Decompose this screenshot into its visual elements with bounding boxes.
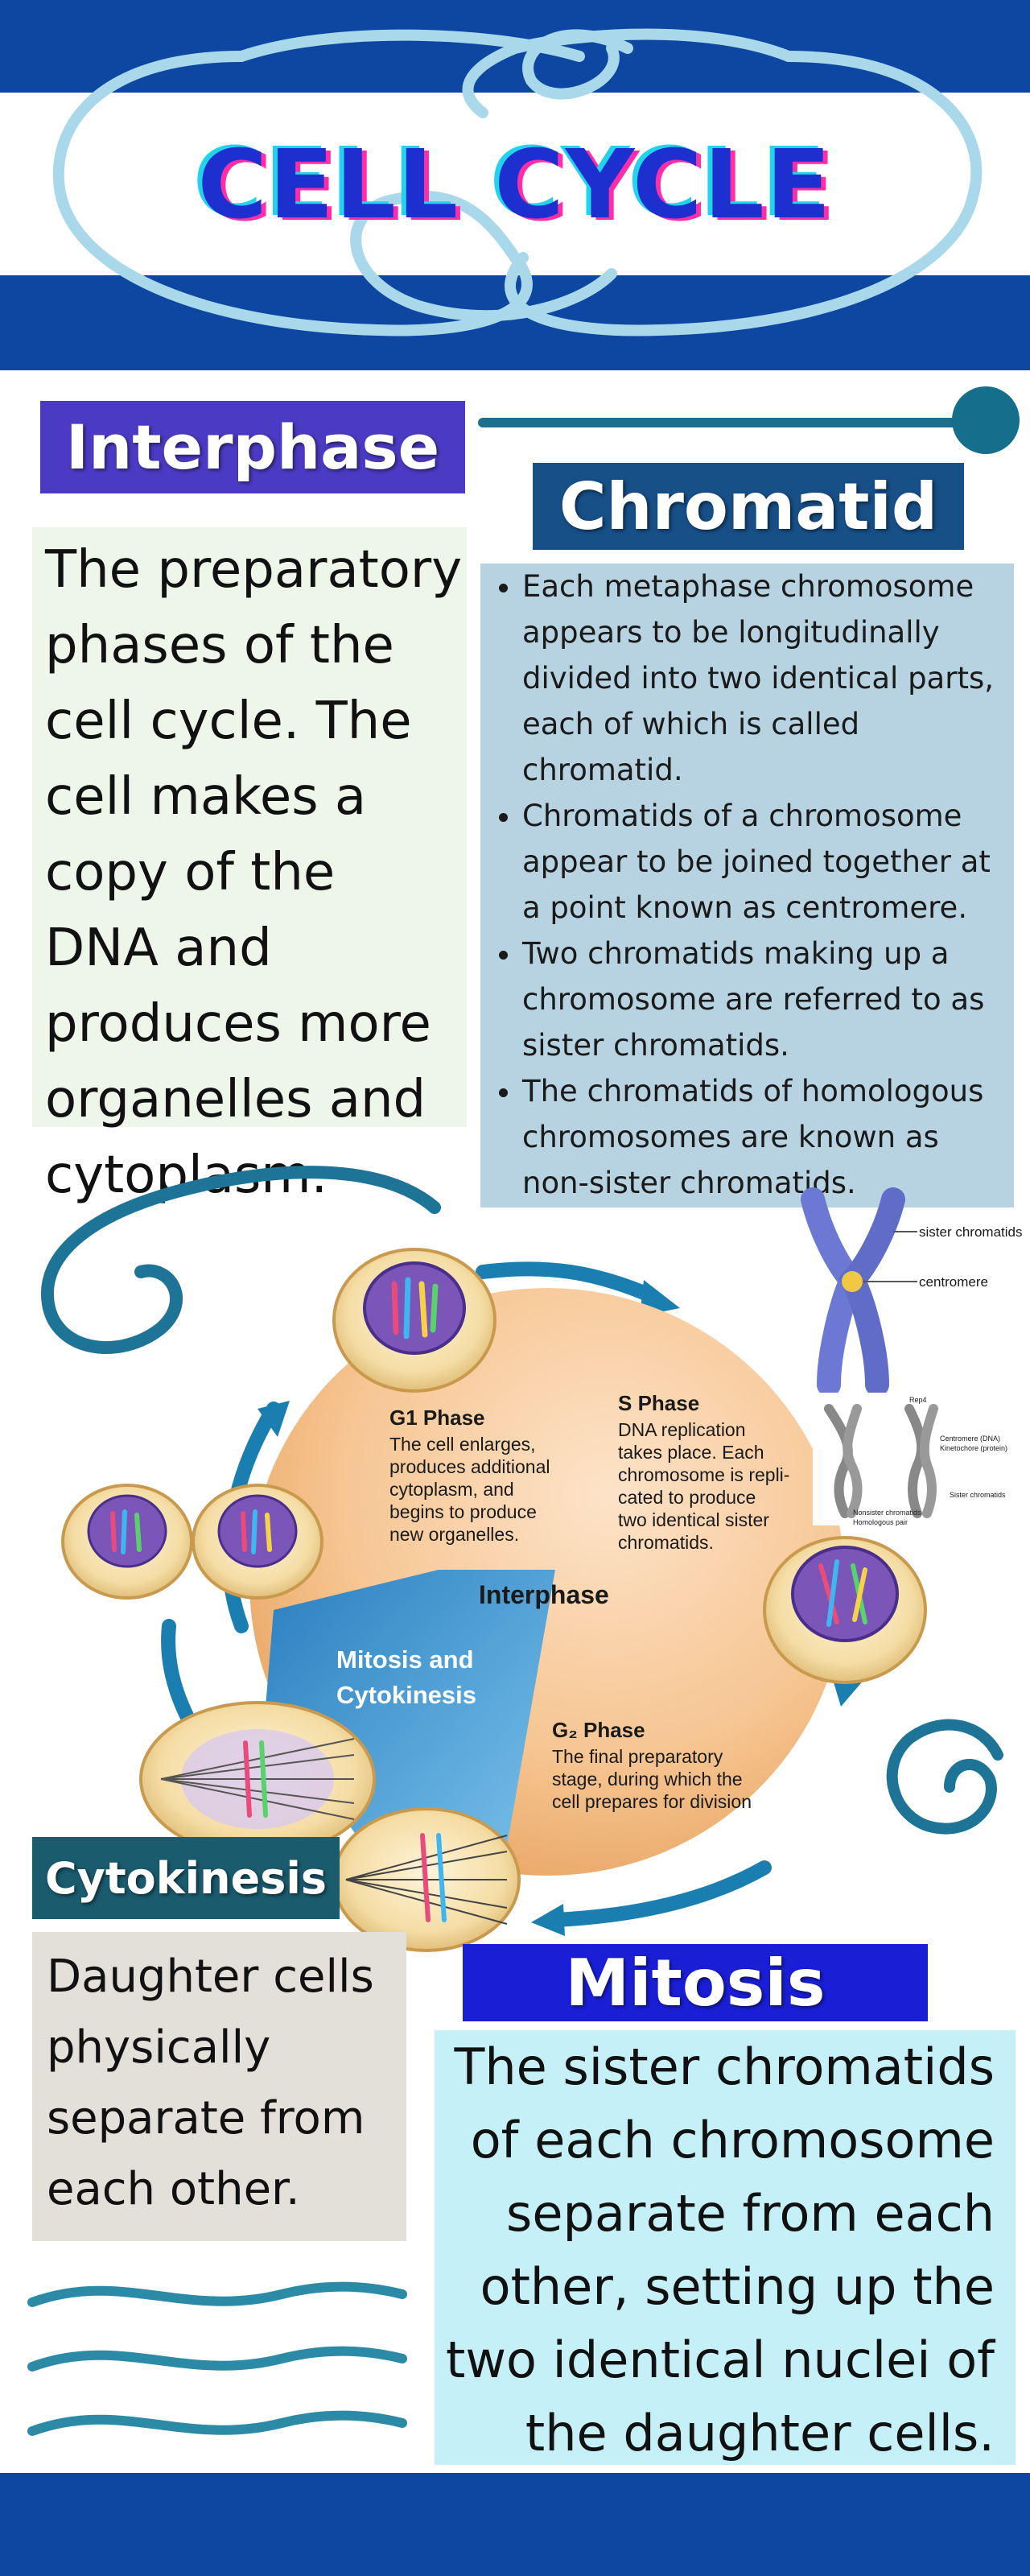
g1-phase-title: G1 Phase [389, 1406, 485, 1430]
cell-illustration-left-1 [61, 1484, 193, 1600]
g1-line: begins to produce [389, 1501, 537, 1522]
label-kinetochore: Kinetochore (protein) [940, 1444, 1007, 1452]
s-line: two identical sister [618, 1509, 769, 1530]
s-phase-title: S Phase [618, 1391, 699, 1415]
interphase-diagram-label: Interphase [479, 1580, 609, 1609]
cell-illustration-left-2 [192, 1484, 323, 1600]
swirl-right [886, 1719, 1003, 1835]
s-line: takes place. Each [618, 1442, 764, 1463]
interphase-heading: Interphase [40, 401, 465, 493]
cell-illustration-s-phase [763, 1536, 927, 1684]
chromatid-bullet-list: Each metaphase chromosome appears to be … [480, 564, 1007, 1206]
label-sister-chromatids-small: Sister chromatids [950, 1491, 1006, 1499]
mitosis-wedge [266, 1570, 555, 1892]
homologous-pair-inset: Rep4 Centromere (DNA) Kinetochore (prote… [813, 1393, 1018, 1526]
footer-band [0, 2473, 1030, 2576]
g2-line: cell prepares for division [552, 1791, 752, 1812]
g2-line: stage, during which the [552, 1769, 743, 1790]
chromatid-heading-text: Chromatid [558, 469, 938, 544]
chromatid-bullet: Chromatids of a chromosome appear to be … [522, 793, 1007, 931]
g1-line: cytoplasm, and [389, 1479, 514, 1500]
cytokinesis-panel: Daughter cells physically separate from … [32, 1932, 406, 2241]
mitosis-panel: The sister chromatids of each chromosome… [435, 2030, 1016, 2465]
interphase-heading-text: Interphase [65, 411, 440, 483]
cell-illustration-g1 [332, 1248, 496, 1393]
chromatid-bullet: The chromatids of homologous chromosomes… [522, 1068, 1007, 1206]
cycle-arrow-bottom [548, 1860, 772, 1927]
mitosis-heading-text: Mitosis [565, 1945, 826, 2021]
label-centromere-dna: Centromere (DNA) [940, 1435, 1000, 1443]
connector-line [478, 386, 1020, 454]
s-line: DNA replication [618, 1419, 746, 1440]
interphase-description: The preparatory phases of the cell cycle… [45, 540, 463, 1205]
s-line: chromosome is repli- [618, 1464, 789, 1485]
cytokinesis-description: Daughter cells physically separate from … [47, 1951, 374, 2215]
cycle-arrow-top [476, 1261, 659, 1303]
s-line: chromatids. [618, 1532, 714, 1553]
header-swirl-ornament [52, 28, 983, 336]
mitosis-description: The sister chromatids of each chromosome… [446, 2037, 995, 2462]
g2-line: The final preparatory [552, 1746, 723, 1767]
chromatid-panel: Each metaphase chromosome appears to be … [480, 564, 1014, 1208]
label-nonsister-chromatids: Nonsister chromatids [853, 1509, 921, 1517]
wavy-lines-decoration [27, 2281, 407, 2436]
label-sister-chromatids: sister chromatids [919, 1224, 1022, 1240]
page-title: CELL CYCLE [197, 129, 833, 240]
cytokinesis-heading: Cytokinesis [32, 1837, 340, 1919]
label-homologous-pair: Homologous pair [853, 1518, 908, 1526]
mitosis-label-line1: Mitosis and [336, 1645, 474, 1674]
label-rep4: Rep4 [909, 1396, 927, 1404]
chromosome-illustration: sister chromatids centromere [801, 1187, 1022, 1397]
interphase-panel: The preparatory phases of the cell cycle… [32, 527, 467, 1205]
chromatid-heading: Chromatid [533, 463, 964, 550]
swirl-top-left [40, 1166, 441, 1354]
mitosis-label-line2: Cytokinesis [336, 1681, 476, 1709]
g1-line: The cell enlarges, [389, 1434, 536, 1455]
chromatid-bullet: Each metaphase chromosome appears to be … [522, 564, 1007, 793]
g2-phase-title: G₂ Phase [552, 1718, 645, 1742]
cell-illustration-anaphase [332, 1807, 521, 1952]
mitosis-heading: Mitosis [463, 1944, 928, 2021]
cytokinesis-heading-text: Cytokinesis [44, 1852, 328, 1904]
cell-illustration-metaphase [139, 1701, 376, 1857]
label-centromere: centromere [919, 1274, 988, 1290]
chromatid-bullet: Two chromatids making up a chromosome ar… [522, 931, 1007, 1068]
g1-line: produces additional [389, 1456, 550, 1477]
g1-line: new organelles. [389, 1524, 519, 1545]
s-line: cated to produce [618, 1487, 756, 1508]
cell-cycle-diagram: G1 Phase The cell enlarges, produces add… [40, 1166, 1022, 1952]
